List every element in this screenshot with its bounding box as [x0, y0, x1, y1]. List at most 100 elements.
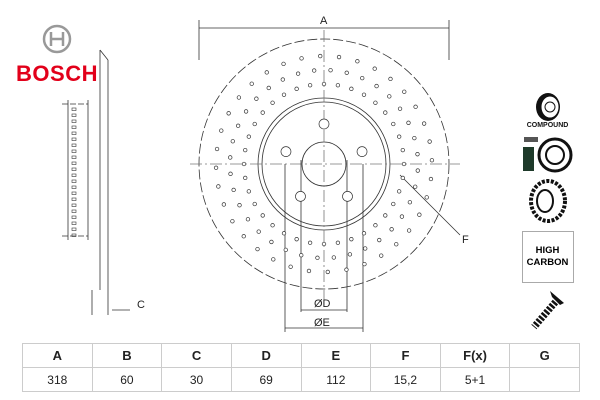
drilled-hole: [388, 76, 393, 82]
drilled-hole: [328, 68, 333, 73]
bolt-hole: [318, 118, 330, 130]
cooling-vanes: [71, 107, 77, 237]
drilled-hole: [231, 187, 236, 193]
bolt-hole: [356, 146, 368, 157]
drilled-hole: [407, 200, 413, 205]
drilled-hole: [299, 56, 304, 61]
drilled-hole: [243, 109, 249, 114]
vane: [71, 197, 77, 201]
drilled-hole: [230, 219, 235, 224]
drilled-hole: [230, 139, 235, 144]
label-c: C: [137, 299, 145, 311]
drilled-hole: [331, 255, 336, 260]
screw-icon: [530, 291, 564, 330]
spec-value: 60: [91, 367, 163, 392]
drilled-hole: [221, 202, 227, 207]
vane: [71, 185, 77, 189]
drilled-hole: [246, 134, 251, 139]
drilled-hole: [413, 184, 418, 189]
drilled-hole: [373, 223, 378, 228]
drilled-hole: [281, 231, 287, 236]
vane: [71, 125, 77, 129]
drilled-hole: [424, 195, 429, 200]
drilled-hole: [344, 267, 349, 272]
drilled-hole: [249, 81, 254, 86]
vane: [71, 119, 77, 123]
drilled-hole: [421, 121, 427, 126]
drilled-hole: [321, 241, 327, 247]
drilled-hole: [415, 168, 420, 173]
drilled-hole: [243, 175, 248, 181]
spec-header: E: [300, 343, 372, 368]
drilled-hole: [280, 77, 285, 82]
drilled-hole: [256, 229, 261, 234]
drilled-hole: [372, 66, 377, 71]
drilled-hole: [391, 201, 396, 207]
drilled-hole: [246, 189, 251, 194]
drilled-hole: [401, 161, 407, 167]
spec-header: A: [22, 343, 93, 368]
drilled-hole: [397, 134, 402, 139]
drilled-hole: [283, 247, 288, 253]
drilled-hole: [226, 111, 231, 116]
drilled-hole: [281, 61, 286, 67]
bosch-armature-icon: [42, 24, 72, 54]
drilled-hole: [264, 70, 269, 75]
vane: [71, 191, 77, 195]
high-carbon-line1: HIGH: [535, 245, 560, 256]
drilled-hole: [400, 175, 405, 181]
drilled-hole: [429, 158, 435, 163]
drilled-hole: [387, 94, 392, 99]
vane: [71, 107, 77, 111]
drilled-hole: [307, 83, 313, 88]
drilled-hole: [254, 96, 259, 101]
drilled-hole: [413, 104, 418, 109]
bosch-logo: BOSCH: [12, 24, 102, 87]
vane: [71, 155, 77, 159]
drilled-hole: [241, 234, 246, 239]
drilled-hole: [362, 261, 367, 267]
drilled-hole: [269, 239, 274, 245]
spec-header: B: [91, 343, 163, 368]
high-carbon-line2: CARBON: [526, 257, 569, 268]
drilled-hole: [335, 240, 341, 245]
drilled-hole: [349, 86, 354, 91]
drilled-hole: [243, 147, 248, 153]
drilled-hole: [255, 246, 260, 252]
drilled-hole: [315, 255, 320, 260]
drilled-hole: [260, 213, 265, 218]
label-f: F: [462, 234, 469, 246]
drilled-hole: [216, 184, 221, 189]
drilled-hole: [363, 246, 368, 251]
vane: [71, 161, 77, 165]
vane: [71, 113, 77, 117]
spec-header: D: [230, 343, 302, 368]
drilled-hole: [260, 110, 265, 115]
vane: [71, 221, 77, 225]
spec-value: 69: [230, 367, 302, 392]
spec-header: F(x): [439, 343, 511, 368]
bolt-hole: [280, 146, 292, 157]
compound-disc-icon: [535, 93, 560, 121]
drilled-hole: [412, 135, 417, 141]
vane: [71, 143, 77, 147]
spec-value: 30: [161, 367, 232, 392]
drilled-hole: [377, 237, 382, 243]
drilled-hole: [241, 161, 247, 167]
drilled-hole: [318, 53, 323, 59]
drilled-hole: [228, 155, 233, 160]
vane: [71, 215, 77, 219]
drilled-hole: [214, 146, 220, 152]
coated-disc-icon: [523, 137, 573, 173]
drilled-hole: [335, 83, 341, 88]
drilled-hole: [417, 212, 422, 217]
drilled-holes: [213, 53, 435, 275]
drilled-hole: [427, 139, 432, 144]
drilled-hole: [270, 223, 275, 228]
bolt-hole: [342, 191, 353, 202]
drilled-hole: [397, 189, 402, 194]
drilled-hole: [236, 95, 242, 100]
drilled-hole: [344, 70, 349, 75]
drilled-hole: [228, 171, 233, 176]
